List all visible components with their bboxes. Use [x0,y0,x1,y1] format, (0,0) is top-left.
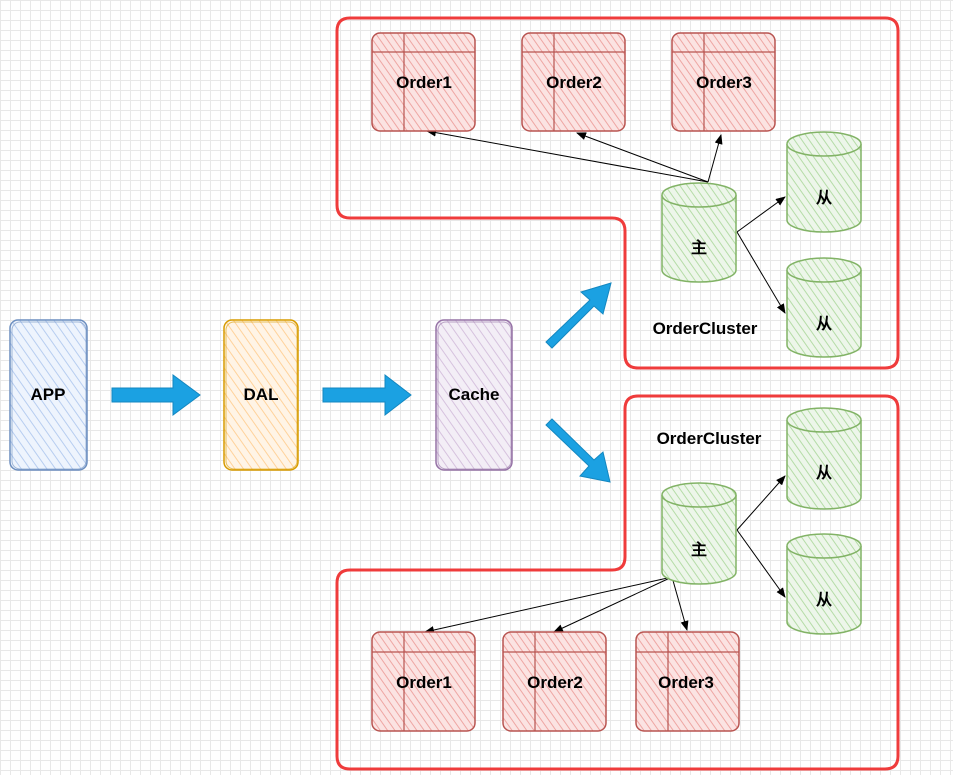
cluster-bottom-border [335,394,900,771]
top-table-order3[interactable]: Order3 [671,32,776,132]
bottom-slave-db-2[interactable]: 从 [786,533,862,635]
bottom-cluster-label: OrderCluster [657,429,762,448]
table-label: Order2 [527,673,583,692]
cache-to-top-cluster-arrow [545,282,612,349]
top-cluster-connectors [426,128,786,314]
top-table-order2[interactable]: Order2 [521,32,626,132]
bottom-table-order2[interactable]: Order2 [502,631,607,732]
table-label: Order3 [658,673,714,692]
dal-node[interactable]: DAL [223,319,299,471]
table-label: Order1 [396,673,452,692]
top-cluster-label: OrderCluster [653,319,758,338]
cache-label: Cache [448,385,499,404]
slave-label: 从 [816,463,832,482]
bottom-table-order1[interactable]: Order1 [371,631,476,732]
dal-to-cache-arrow [322,373,412,417]
bottom-master-db[interactable]: 主 [661,482,737,585]
app-label: APP [31,385,66,404]
slave-label: 从 [816,188,832,207]
bottom-table-order3[interactable]: Order3 [635,631,740,732]
top-table-order1[interactable]: Order1 [371,32,476,132]
top-slave-db-1[interactable]: 从 [786,131,862,233]
table-label: Order1 [396,73,452,92]
dal-label: DAL [244,385,279,404]
master-label: 主 [691,238,707,257]
cache-to-bottom-cluster-arrow [545,418,611,483]
slave-label: 从 [816,314,832,333]
table-label: Order2 [546,73,602,92]
bottom-cluster-connectors [424,475,786,634]
top-master-db[interactable]: 主 [661,182,737,283]
table-label: Order3 [696,73,752,92]
top-slave-db-2[interactable]: 从 [786,257,862,358]
app-node[interactable]: APP [9,319,88,471]
master-label: 主 [691,540,707,559]
slave-label: 从 [816,590,832,609]
app-to-dal-arrow [111,374,201,416]
bottom-slave-db-1[interactable]: 从 [786,407,862,510]
cluster-top-border [335,16,900,370]
cache-node[interactable]: Cache [435,319,513,471]
